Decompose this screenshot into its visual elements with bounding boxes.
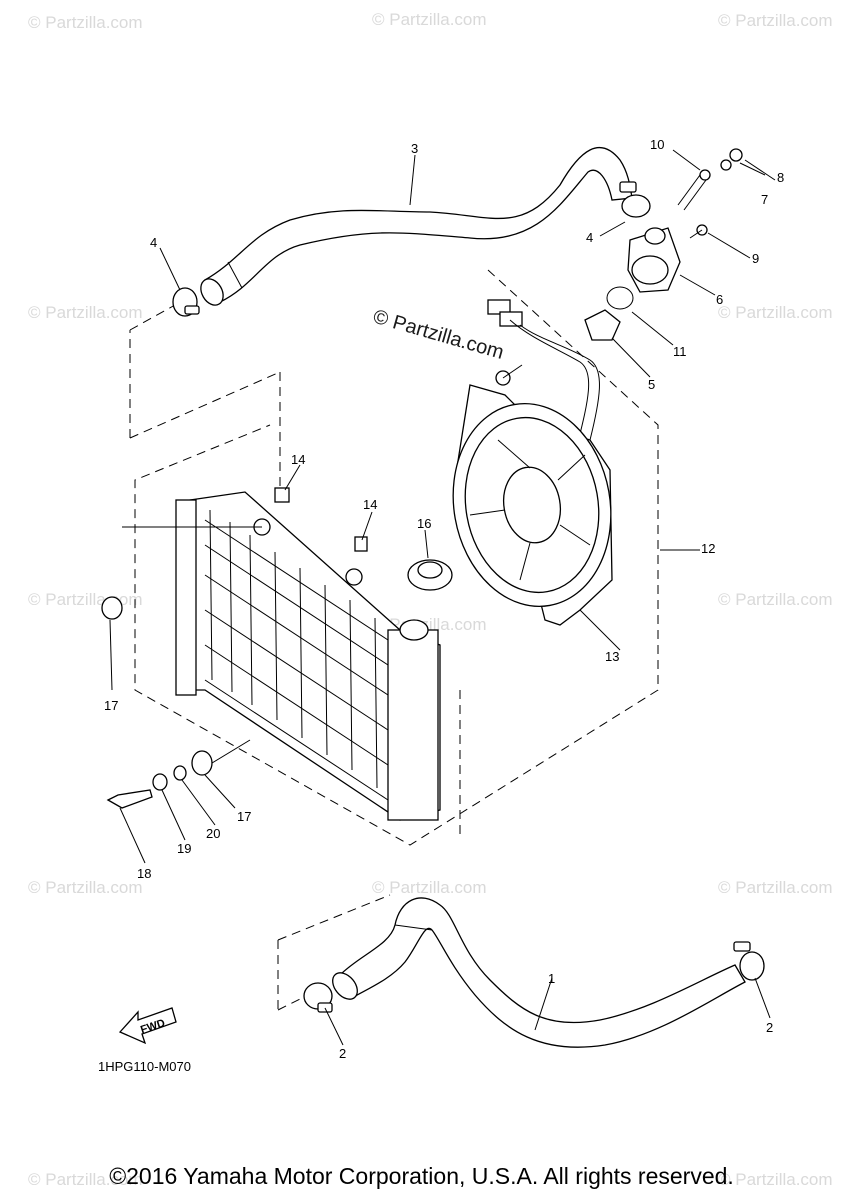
collar-20 (173, 765, 187, 781)
callout-14-lower: 14 (363, 497, 377, 512)
hose-clamp-2-left (303, 982, 333, 1013)
callout-8: 8 (777, 170, 784, 185)
watermark: © Partzilla.com (372, 10, 487, 29)
nut-14-upper (274, 487, 290, 503)
watermark: © Partzilla.com (718, 590, 833, 609)
grommet-17-upper (101, 596, 123, 620)
upper-radiator-hose (200, 147, 633, 306)
radiator-left-tank (175, 499, 197, 696)
callout-10: 10 (650, 137, 664, 152)
watermark: © Partzilla.com (718, 11, 833, 30)
copyright-footer: ©2016 Yamaha Motor Corporation, U.S.A. A… (109, 1163, 734, 1189)
grommet-17-lower (191, 750, 213, 776)
callout-13: 13 (605, 649, 619, 664)
hose-clamp-4-left (172, 287, 200, 317)
callout-1: 1 (548, 971, 555, 986)
callout-19: 19 (177, 841, 191, 856)
hose-clamps (172, 181, 765, 1013)
watermark-layer: © Partzilla.com © Partzilla.com © Partzi… (28, 10, 833, 1189)
callout-18: 18 (137, 866, 151, 881)
nut-14-lower (354, 536, 368, 552)
bolt-18 (106, 789, 153, 809)
watermark: © Partzilla.com (28, 878, 143, 897)
radiator-cap (407, 559, 453, 591)
watermark: © Partzilla.com (372, 878, 487, 897)
washer-19 (152, 773, 168, 791)
watermark: © Partzilla.com (718, 303, 833, 322)
watermark: © Partzilla.com (28, 590, 143, 609)
callout-20: 20 (206, 826, 220, 841)
watermark: © Partzilla.com (28, 1170, 143, 1189)
fan-connector (487, 299, 600, 443)
assembly-outlines (129, 269, 659, 1011)
callout-3: 3 (411, 141, 418, 156)
callout-4-right: 4 (586, 230, 593, 245)
callout-4-left: 4 (150, 235, 157, 250)
callout-6: 6 (716, 292, 723, 307)
watermark: © Partzilla.com (28, 303, 143, 322)
hose-clamp-2-right (733, 941, 765, 981)
lower-radiator-hose (332, 897, 746, 1048)
bolt-10 (677, 174, 701, 206)
callout-12: 12 (701, 541, 715, 556)
center-watermark: © Partzilla.com (371, 306, 507, 364)
callout-7: 7 (761, 192, 768, 207)
radiator (175, 491, 441, 821)
callout-2-left: 2 (339, 1046, 346, 1061)
watermark: © Partzilla.com (718, 878, 833, 897)
callout-11: 11 (673, 344, 687, 359)
diagram-code: 1HPG110-M070 (98, 1059, 191, 1074)
radiator-filler-neck (399, 619, 429, 641)
callout-5: 5 (648, 377, 655, 392)
o-ring (606, 286, 634, 310)
callout-9: 9 (752, 251, 759, 266)
callouts: 1 2 2 3 4 4 5 6 7 8 9 10 11 12 13 14 14 … (104, 137, 784, 1061)
callout-14-upper: 14 (291, 452, 305, 467)
hose-clamp-4-right (619, 181, 651, 218)
callout-2-right: 2 (766, 1020, 773, 1035)
bolt-8 (729, 148, 743, 162)
mounting-hardware (101, 526, 262, 809)
callout-17-upper: 17 (104, 698, 118, 713)
fwd-arrow-icon: FWD (118, 1007, 177, 1045)
thermostat-group (584, 148, 743, 341)
watermark: © Partzilla.com (28, 13, 143, 32)
radiator-right-tank (387, 629, 439, 821)
thermostat (584, 309, 621, 341)
washer-7 (720, 159, 732, 171)
leader-lines (109, 149, 776, 1046)
watermark: © Partzilla.com (718, 1170, 833, 1189)
fan-assembly (452, 364, 613, 626)
callout-17-lower: 17 (237, 809, 251, 824)
callout-16: 16 (417, 516, 431, 531)
